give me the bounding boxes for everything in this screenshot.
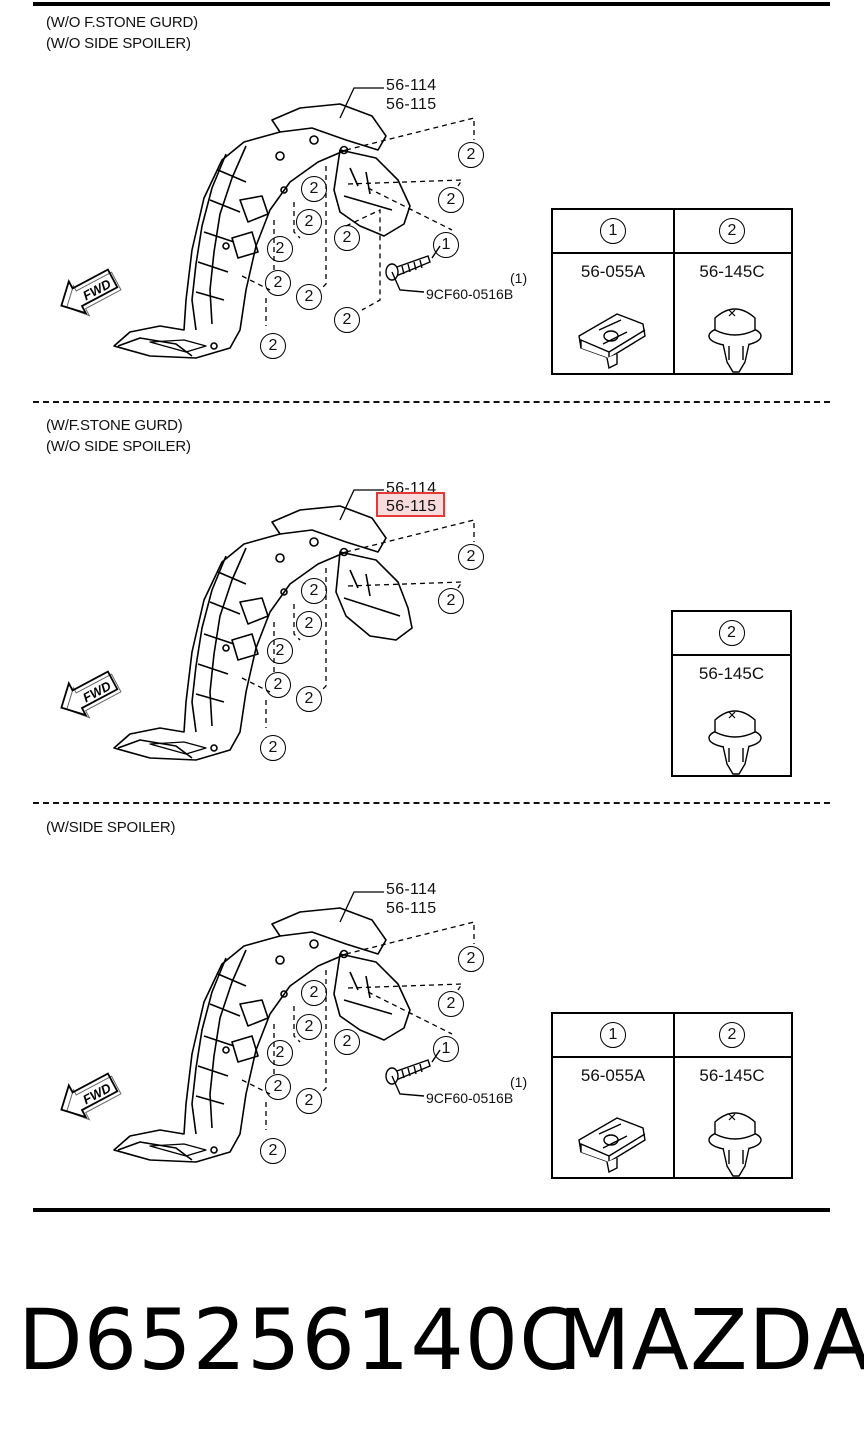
- callout-2: 2: [260, 1138, 286, 1164]
- callout-2: 2: [265, 1074, 291, 1100]
- section-1-caption-2: (W/O SIDE SPOILER): [46, 35, 191, 52]
- callout-2: 2: [267, 638, 293, 664]
- legend-column: 2 56-145C: [673, 1014, 791, 1177]
- push-clip-icon: [708, 710, 762, 775]
- callout-2: 2: [301, 980, 327, 1006]
- section-1-caption-1: (W/O F.STONE GURD): [46, 14, 198, 31]
- callout-1: 1: [433, 1036, 459, 1062]
- screw-qty: (1): [510, 270, 528, 286]
- legend-part-number: 56-055A: [580, 1066, 646, 1085]
- callout-2: 2: [267, 1040, 293, 1066]
- callout-2: 2: [458, 142, 484, 168]
- legend-table: 1 56-055A 2 56-145C: [551, 1012, 793, 1179]
- section-3-caption-1: (W/SIDE SPOILER): [46, 819, 176, 836]
- section-divider: [33, 802, 830, 804]
- part-number: 56-115: [386, 96, 437, 113]
- legend-column: 1 56-055A: [553, 1014, 675, 1177]
- callout-2: 2: [438, 588, 464, 614]
- callout-2: 2: [301, 176, 327, 202]
- liner-rear-part: [333, 149, 411, 237]
- callout-2: 2: [458, 544, 484, 570]
- part-number: 56-114: [386, 77, 437, 94]
- callout-2: 2: [334, 225, 360, 251]
- callout-2: 2: [260, 735, 286, 761]
- highlight-box: [376, 492, 445, 517]
- callout-2: 2: [438, 991, 464, 1017]
- callout-1: 1: [600, 218, 626, 244]
- legend-table: 1 56-055A 2 56-145C: [551, 208, 793, 375]
- legend-column: 1 56-055A: [553, 210, 675, 373]
- fwd-arrow-icon: FWD: [60, 1072, 122, 1121]
- liner-inner-arch: [191, 153, 227, 331]
- top-rule: [33, 2, 830, 6]
- nut-clip-icon: [578, 1117, 646, 1174]
- legend-part-number: 56-145C: [699, 1066, 765, 1085]
- callout-2: 2: [296, 209, 322, 235]
- callout-1: 1: [600, 1022, 626, 1048]
- callout-2: 2: [296, 1014, 322, 1040]
- screw-part-number: 9CF60-0516B: [426, 286, 514, 302]
- callout-2: 2: [718, 620, 745, 646]
- callout-2: 2: [296, 686, 322, 712]
- legend-part-number: 56-055A: [580, 262, 646, 281]
- callout-2: 2: [267, 236, 293, 262]
- stone-guard: [335, 551, 413, 641]
- brand-name: MAZDA: [558, 1291, 864, 1389]
- callout-2: 2: [265, 672, 291, 698]
- screw-qty: (1): [510, 1074, 528, 1090]
- bottom-rule: [33, 1208, 830, 1212]
- part-number: 56-114: [386, 881, 437, 898]
- part-number-highlighted: 56-115: [386, 498, 437, 515]
- callout-2: 2: [458, 946, 484, 972]
- push-clip-icon: [708, 1112, 762, 1177]
- nut-clip-icon: [578, 313, 646, 370]
- liner-outer-arch: [113, 131, 347, 359]
- callout-2: 2: [334, 1029, 360, 1055]
- screw-part-number: 9CF60-0516B: [426, 1090, 514, 1106]
- callout-2: 2: [334, 307, 360, 333]
- callout-2: 2: [438, 187, 464, 213]
- legend-part-number: 56-145C: [698, 664, 765, 683]
- section-2-caption-1: (W/F.STONE GURD): [46, 417, 183, 434]
- liner-top-cap: [271, 103, 387, 151]
- section-1-diagram: FWD: [60, 87, 475, 359]
- section-divider: [33, 401, 830, 403]
- section-2-caption-2: (W/O SIDE SPOILER): [46, 438, 191, 455]
- part-code: D65256140C: [18, 1291, 579, 1389]
- section-3-diagram: FWD: [60, 891, 475, 1163]
- section-2-diagram: FWD: [60, 489, 475, 761]
- legend-part-number: 56-145C: [699, 262, 765, 281]
- callout-1: 1: [433, 232, 459, 258]
- callout-2: 2: [260, 333, 286, 359]
- callout-2: 2: [301, 578, 327, 604]
- fwd-arrow-icon: FWD: [60, 670, 122, 719]
- callout-2: 2: [265, 270, 291, 296]
- part-number: 56-115: [386, 900, 437, 917]
- callout-2: 2: [719, 1022, 745, 1048]
- callout-2: 2: [719, 218, 745, 244]
- callout-2: 2: [296, 1088, 322, 1114]
- callout-2: 2: [296, 284, 322, 310]
- fwd-arrow-icon: FWD: [60, 268, 122, 317]
- push-clip-icon: [708, 308, 762, 373]
- legend-column: 2 56-145C: [673, 210, 791, 373]
- legend-column: 2 56-145C: [673, 612, 790, 775]
- callout-2: 2: [296, 611, 322, 637]
- legend-table: 2 56-145C: [671, 610, 792, 777]
